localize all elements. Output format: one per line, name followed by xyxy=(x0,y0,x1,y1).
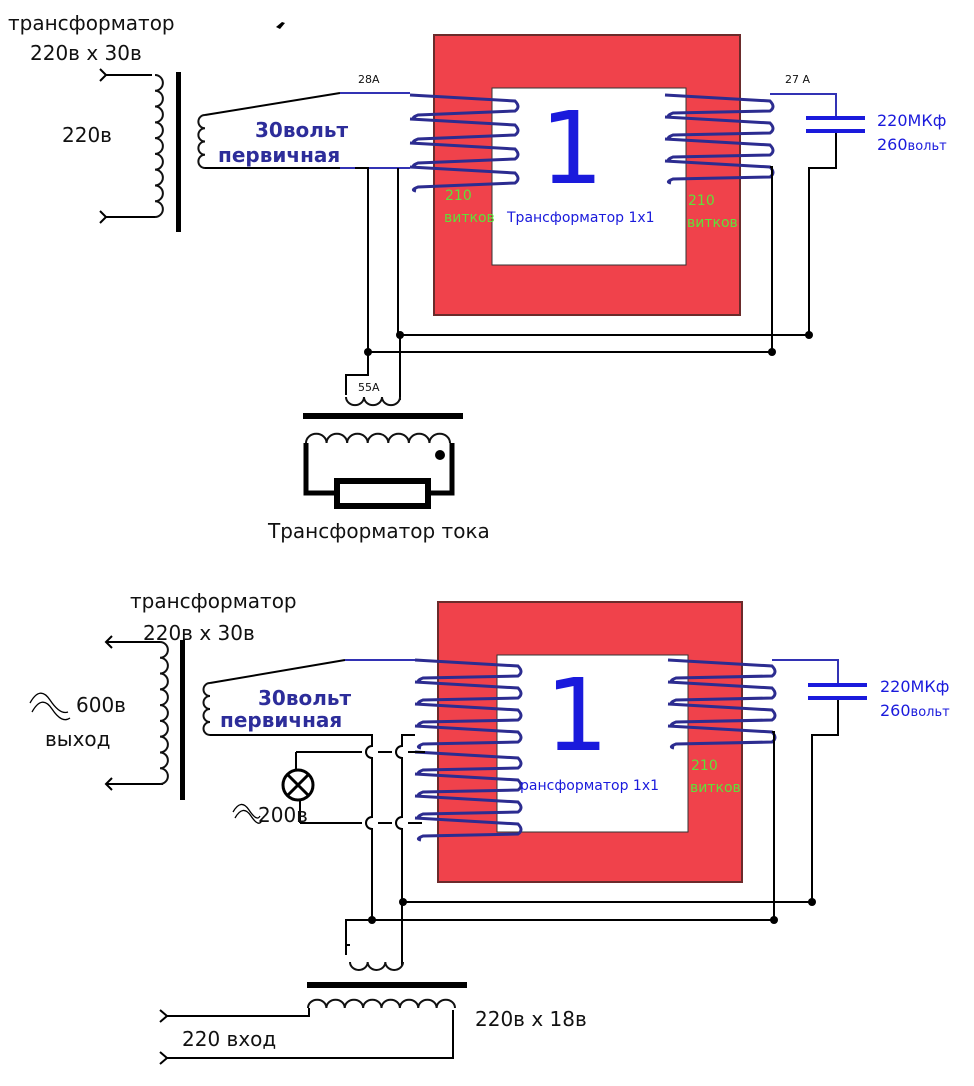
output-arrow-bottom xyxy=(104,777,163,791)
secondary-coil xyxy=(197,114,206,169)
bottom-input-label: 220 вход xyxy=(182,1027,276,1051)
bottom-left-winding-upper xyxy=(414,658,523,750)
bottom-secondary-voltage: 30вольт xyxy=(258,686,352,710)
top-ct-current: 55А xyxy=(358,381,380,394)
top-primary-voltage: 220в xyxy=(62,123,112,147)
bottom-secondary-label: первичная xyxy=(220,708,342,732)
top-secondary-voltage: 30вольт xyxy=(255,118,349,142)
top-circuit: трансформатор 220в х 30в 220в 30вольт пе… xyxy=(8,11,947,543)
top-core-label: Трансформатор 1х1 xyxy=(506,210,655,226)
bottom-circuit: трансформатор 220в х 30в 600в выход 30во… xyxy=(29,589,950,1065)
top-turns-right-count: 210 xyxy=(688,193,715,209)
input-lead-bottom xyxy=(99,210,155,224)
stray-mark xyxy=(276,22,285,29)
bottom-turns-right-unit: витков xyxy=(690,780,741,796)
bottom-core-number: 1 xyxy=(545,657,609,774)
junction-dot xyxy=(396,331,404,339)
junction-dot xyxy=(808,898,816,906)
winding-turn xyxy=(414,724,523,750)
top-cap-voltage-unit: вольт xyxy=(908,139,948,154)
bottom-supply-rating: 220в х 18в xyxy=(475,1007,587,1031)
top-left-winding xyxy=(409,93,520,193)
bottom-output-voltage: 600в xyxy=(76,693,126,717)
bottom-core-window xyxy=(496,654,689,833)
ct-secondary-coil xyxy=(349,961,404,971)
primary-coil xyxy=(159,641,169,785)
ct-burden-resistor xyxy=(334,478,431,509)
primary-coil xyxy=(154,74,164,218)
bottom-capacitor-plate xyxy=(808,696,867,700)
junction-dot xyxy=(768,348,776,356)
bottom-source-title: трансформатор xyxy=(130,589,297,613)
top-core-window xyxy=(491,87,687,266)
junction-dot xyxy=(368,916,376,924)
supply-primary-coil xyxy=(307,998,456,1009)
top-source-rating: 220в х 30в xyxy=(30,41,142,65)
bottom-right-winding xyxy=(667,658,777,750)
top-turns-left-count: 210 xyxy=(445,188,472,204)
top-source-title: трансформатор xyxy=(8,11,175,35)
junction-dot xyxy=(770,916,778,924)
bottom-capacitor-plate xyxy=(808,683,867,687)
top-secondary-label: первичная xyxy=(218,143,340,167)
top-capacitor-plate xyxy=(806,116,865,120)
ac-symbol xyxy=(29,692,71,721)
svg-text:260вольт: 260вольт xyxy=(880,701,950,720)
top-cap-voltage-num: 260 xyxy=(877,135,908,154)
bottom-cap-voltage-unit: вольт xyxy=(911,705,951,720)
output-arrow-top xyxy=(104,635,160,649)
ct-core-bar xyxy=(303,413,463,419)
svg-text:260вольт: 260вольт xyxy=(877,135,947,154)
ct-core-bar xyxy=(307,982,467,988)
ct-primary-coil xyxy=(305,432,451,444)
bottom-cap-value: 220МКф xyxy=(880,677,949,696)
top-cap-value: 220МКф xyxy=(877,111,946,130)
ct-secondary-coil xyxy=(345,396,401,407)
bottom-lamp-voltage: 200в xyxy=(258,803,308,827)
secondary-coil xyxy=(202,682,211,736)
top-turns-right-unit: витков xyxy=(687,215,738,231)
bottom-cap-voltage-num: 260 xyxy=(880,701,911,720)
transformer-core-bar xyxy=(176,72,181,232)
transformer-core-bar xyxy=(180,640,185,800)
top-current-left: 28А xyxy=(358,73,380,86)
top-turns-left-unit: витков xyxy=(444,210,495,226)
junction-dot xyxy=(805,331,813,339)
winding-turn xyxy=(409,165,520,193)
top-current-right: 27 А xyxy=(785,73,810,86)
bottom-turns-right-count: 210 xyxy=(691,758,718,774)
junction-dot xyxy=(364,348,372,356)
top-capacitor-plate xyxy=(806,129,865,133)
bottom-output-label: выход xyxy=(45,727,110,751)
input-lead-top xyxy=(99,68,152,82)
ac-symbol xyxy=(232,803,263,824)
bottom-source-rating: 220в х 30в xyxy=(143,621,255,645)
top-right-winding xyxy=(664,93,775,185)
top-ct-label: Трансформатор тока xyxy=(267,519,490,543)
winding-turn xyxy=(414,816,523,842)
bottom-core-label: рансформатор 1х1 xyxy=(520,778,659,794)
top-core-number: 1 xyxy=(540,90,604,207)
junction-dot xyxy=(399,898,407,906)
bottom-left-winding-lower xyxy=(414,750,523,842)
polarity-dot xyxy=(435,450,445,460)
